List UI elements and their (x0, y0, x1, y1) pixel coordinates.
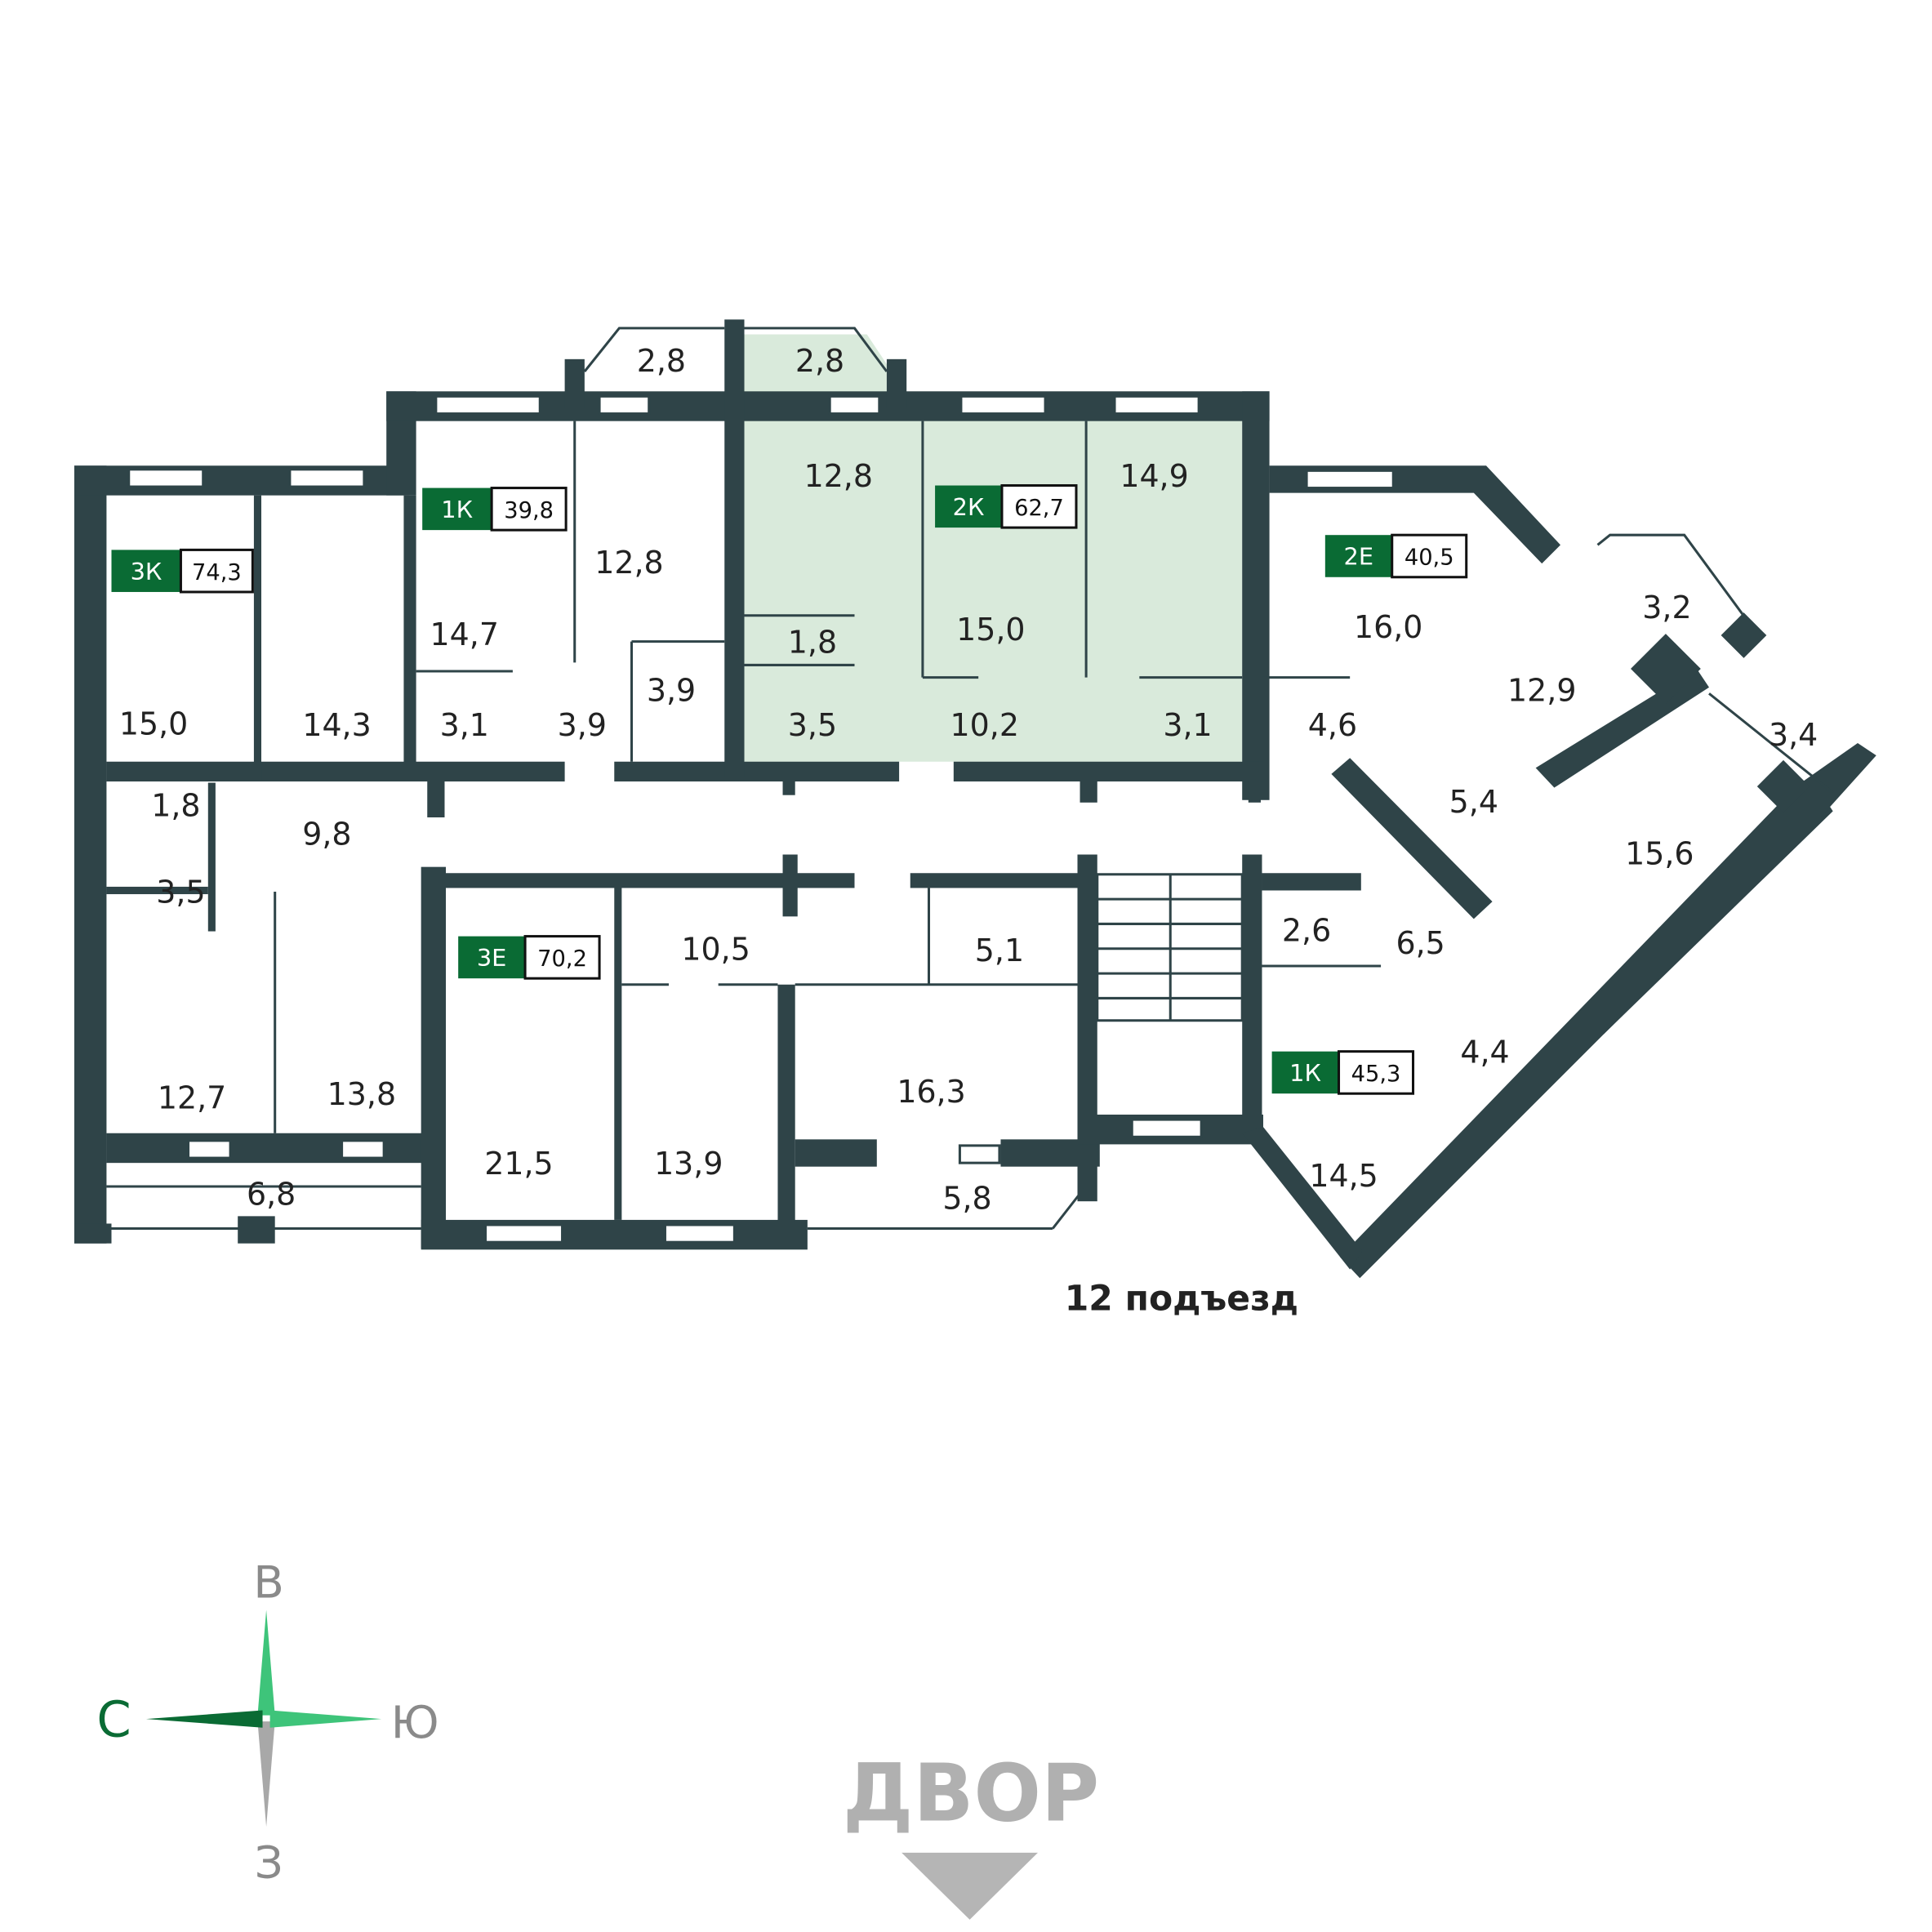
room-area: 3,5 (156, 875, 205, 910)
room-area: 3,1 (1163, 707, 1212, 743)
apartment-area: 74,3 (192, 560, 242, 585)
apartment-type: 1К (441, 496, 473, 523)
room-area: 4,6 (1308, 707, 1357, 743)
room-area: 15,0 (956, 612, 1025, 648)
room-area: 9,8 (302, 816, 351, 852)
room-area: 2,6 (1282, 913, 1331, 949)
apartment-badge[interactable]: 1К 45,3 (1271, 1050, 1415, 1095)
room-area: 3,9 (647, 672, 696, 708)
apartment-area: 70,2 (537, 946, 587, 972)
apartment-type: 2Е (1344, 543, 1374, 571)
apartment-area: 62,7 (1014, 496, 1064, 521)
room-area: 5,1 (975, 933, 1024, 968)
apartment-badge[interactable]: 3Е 70,2 (458, 935, 601, 980)
apartment-type: 2К (953, 493, 985, 521)
room-area: 3,2 (1642, 590, 1691, 625)
compass: В З С Ю (96, 1556, 438, 1889)
room-area: 3,1 (440, 707, 489, 743)
partitions (106, 327, 1834, 1244)
compass-west-ray (257, 1721, 275, 1827)
apartment-type: 3Е (477, 944, 507, 972)
room-area: 10,5 (681, 931, 750, 967)
yard-arrow-icon (901, 1852, 1038, 1920)
apartment-badge[interactable]: 1К 39,8 (422, 487, 568, 532)
room-area: 3,9 (558, 707, 607, 743)
room-area: 2,8 (795, 343, 844, 379)
room-area: 3,5 (788, 707, 837, 743)
entrance-label: 12 подъезд (1065, 1280, 1298, 1320)
compass-north-ray (145, 1710, 263, 1728)
highlighted-apartment (743, 334, 1243, 762)
room-area: 16,3 (897, 1074, 965, 1110)
room-area: 5,4 (1449, 784, 1498, 820)
compass-east-label: В (253, 1556, 283, 1609)
room-area: 15,0 (119, 706, 188, 741)
apartment-badge[interactable]: 3К 74,3 (111, 548, 254, 594)
room-area: 21,5 (484, 1146, 553, 1182)
room-area: 4,4 (1460, 1034, 1509, 1070)
compass-north-label: С (96, 1691, 131, 1748)
room-area: 6,5 (1396, 925, 1445, 961)
room-area: 10,2 (950, 707, 1019, 743)
compass-south-ray (269, 1710, 382, 1728)
room-areas: 2,8 2,8 12,8 12,8 14,9 14,7 15,0 15,0 14… (119, 343, 1818, 1216)
room-area: 2,8 (637, 343, 686, 379)
room-area: 1,8 (788, 624, 837, 660)
room-area: 3,4 (1769, 717, 1818, 753)
apartment-type: 1К (1289, 1059, 1321, 1087)
room-area: 12,8 (804, 458, 873, 494)
room-area: 16,0 (1354, 609, 1422, 645)
apartment-badge[interactable]: 2Е 40,5 (1324, 533, 1468, 579)
room-area: 5,8 (942, 1180, 991, 1216)
apartment-type: 3К (131, 558, 162, 585)
compass-west-label: З (255, 1836, 283, 1888)
room-area: 14,7 (430, 617, 499, 652)
apartment-area: 40,5 (1404, 545, 1454, 571)
apartment-badge[interactable]: 2К 62,7 (935, 484, 1078, 529)
room-area: 12,7 (158, 1080, 226, 1115)
room-area: 13,8 (327, 1076, 396, 1112)
compass-east-ray (257, 1609, 275, 1716)
room-area: 12,8 (594, 545, 663, 581)
room-area: 14,5 (1309, 1158, 1378, 1194)
room-area: 15,6 (1625, 836, 1694, 872)
staircase (1096, 873, 1244, 1022)
room-area: 6,8 (247, 1177, 296, 1213)
room-area: 1,8 (151, 787, 200, 823)
room-area: 14,3 (302, 707, 371, 743)
yard-label: ДВОР (843, 1747, 1099, 1840)
room-area: 13,9 (654, 1146, 723, 1182)
apartment-area: 39,8 (504, 498, 554, 523)
room-area: 14,9 (1120, 458, 1188, 494)
apartment-area: 45,3 (1351, 1062, 1401, 1087)
room-area: 12,9 (1507, 672, 1576, 708)
compass-south-label: Ю (391, 1696, 439, 1748)
